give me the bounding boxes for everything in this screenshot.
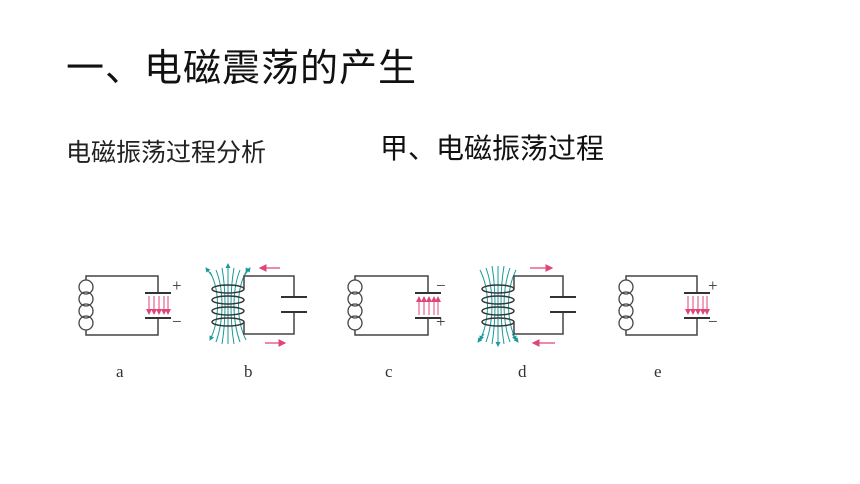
charge-sign-top-e: + (708, 276, 718, 295)
slide-title: 一、电磁震荡的产生 (66, 46, 418, 90)
inductor-coil-e (618, 279, 634, 331)
circuit-c: − + c (347, 275, 446, 381)
stage-label-d: d (518, 362, 527, 381)
stage-label-e: e (654, 362, 662, 381)
wire-a (85, 275, 159, 336)
subtitle-analysis: 电磁振荡过程分析 (66, 138, 267, 167)
charge-sign-top-c: − (436, 276, 446, 295)
circuit-a: + − a (78, 275, 182, 381)
magnetic-field-b (205, 263, 251, 345)
stage-label-c: c (385, 362, 393, 381)
circuit-d: d (477, 264, 576, 381)
subtitle-process: 甲、电磁振荡过程 (380, 132, 605, 165)
stage-label-a: a (116, 362, 124, 381)
charge-sign-top-a: + (172, 276, 182, 295)
charge-sign-bottom-c: + (436, 312, 446, 331)
inductor-coil-a (78, 279, 94, 331)
circuit-e: + − e (618, 275, 718, 381)
wire-d (513, 275, 564, 335)
electric-field-c (416, 296, 441, 315)
electric-field-a (146, 296, 171, 315)
inductor-coil-b (211, 284, 245, 327)
wire-b (243, 275, 295, 335)
wire-c (354, 275, 429, 336)
inductor-coil-c (347, 279, 363, 331)
wire-e (625, 275, 698, 336)
stage-label-b: b (244, 362, 253, 381)
charge-sign-bottom-a: − (172, 312, 182, 331)
circuit-b: b (205, 263, 307, 381)
magnetic-field-d (477, 265, 519, 347)
charge-sign-bottom-e: − (708, 312, 718, 331)
electric-field-e (685, 296, 710, 315)
